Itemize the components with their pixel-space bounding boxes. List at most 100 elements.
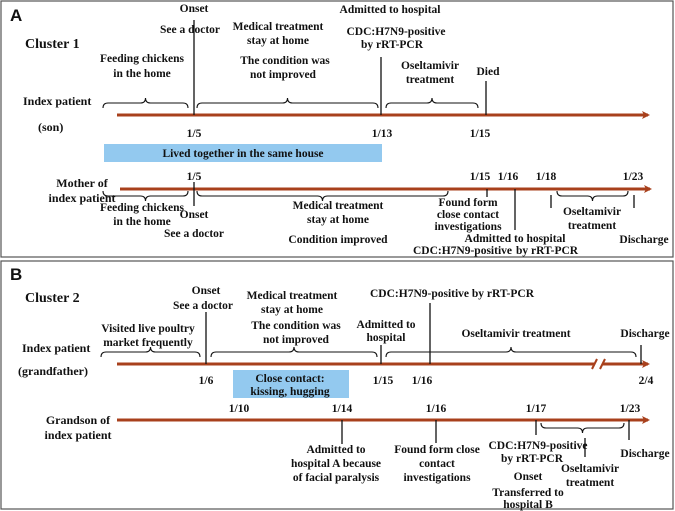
event-label: Onset xyxy=(180,209,209,221)
row-label: Grandson of xyxy=(46,413,111,427)
event-label: Medical treatment xyxy=(247,290,338,302)
event-label: hospital B xyxy=(503,499,553,511)
brace xyxy=(100,346,201,358)
brace xyxy=(102,97,189,109)
event-label: Discharge xyxy=(620,328,669,340)
row-label: index patient xyxy=(48,191,115,205)
brace xyxy=(102,190,189,202)
brace xyxy=(196,190,449,202)
event-label: Medical treatment xyxy=(233,21,324,33)
event-label: Condition improved xyxy=(288,234,388,246)
event-label: by rRT-PCR xyxy=(516,245,579,257)
event-label: hospital A because xyxy=(291,458,381,470)
date-label: 1/5 xyxy=(187,128,202,140)
event-label: Oseltamivir xyxy=(401,60,459,72)
close-contact-box xyxy=(233,370,349,398)
event-label: Admitted to xyxy=(306,444,365,456)
event-label: Onset xyxy=(180,3,209,15)
event-label: The condition was xyxy=(251,320,341,332)
event-label: by rRT-PCR xyxy=(361,39,424,51)
event-label: stay at home xyxy=(307,214,369,226)
event-label: stay at home xyxy=(247,35,309,47)
event-label: in the home xyxy=(113,68,171,80)
panel-b-letter: B xyxy=(10,265,22,284)
brace xyxy=(210,346,378,358)
event-label: CDC:H7N9-positive xyxy=(413,245,512,257)
date-label: 1/15 xyxy=(373,375,394,387)
brace xyxy=(556,190,629,202)
row-label: (son) xyxy=(38,120,63,134)
event-label: Transferred to xyxy=(492,487,564,499)
event-label: CDC:H7N9-positive by rRT-PCR xyxy=(370,288,535,300)
event-label: not improved xyxy=(263,334,330,346)
event-label: Admitted to xyxy=(356,319,415,331)
event-label: treatment xyxy=(406,74,454,86)
event-label: investigations xyxy=(403,472,471,484)
date-label: 1/23 xyxy=(620,403,641,415)
brace xyxy=(385,97,479,109)
event-label: See a doctor xyxy=(173,300,233,312)
date-label: 1/14 xyxy=(332,403,353,415)
date-label: 1/16 xyxy=(498,171,519,183)
event-label: Feeding chickens xyxy=(100,53,185,65)
panel-b-cluster-title: Cluster 2 xyxy=(25,291,80,306)
event-label: Oseltamivir xyxy=(561,463,619,475)
date-label: 1/16 xyxy=(426,403,447,415)
date-label: 1/23 xyxy=(623,171,644,183)
event-label: CDC:H7N9-positive xyxy=(488,440,587,452)
event-label: contact xyxy=(419,458,455,470)
event-label: hospital xyxy=(367,332,406,344)
event-label: Visited live poultry xyxy=(101,323,195,335)
event-label: Died xyxy=(477,66,501,78)
axis-break-mark xyxy=(591,358,598,370)
date-label: 1/5 xyxy=(187,171,202,183)
event-label: stay at home xyxy=(261,304,323,316)
row-label: (grandfather) xyxy=(18,364,88,378)
close-contact-label: kissing, hugging xyxy=(250,386,330,398)
event-label: Oseltamivir treatment xyxy=(461,328,570,340)
event-label: Medical treatment xyxy=(293,200,384,212)
grandfather-timeline: Index patient (grandfather) Onset See a … xyxy=(18,285,670,387)
event-label: Feeding chickens xyxy=(100,202,185,214)
event-label: treatment xyxy=(566,477,614,489)
row-label: Index patient xyxy=(22,341,90,355)
panel-b-border xyxy=(0,260,674,510)
event-label: of facial paralysis xyxy=(293,472,380,484)
event-label: CDC:H7N9-positive xyxy=(346,26,445,38)
panel-a-cluster-title: Cluster 1 xyxy=(25,37,80,52)
event-label: Found form close xyxy=(394,444,480,456)
event-label: treatment xyxy=(568,220,616,232)
event-label: See a doctor xyxy=(160,24,220,36)
close-contact-label: Close contact: xyxy=(255,373,324,385)
brace xyxy=(540,422,625,434)
event-label: Discharge xyxy=(620,448,669,460)
panel-a-letter: A xyxy=(10,6,22,25)
event-label: Admitted to hospital xyxy=(465,233,566,245)
event-label: Admitted to hospital xyxy=(340,4,441,16)
date-label: 1/17 xyxy=(526,403,547,415)
brace xyxy=(196,97,379,109)
row-label: Mother of xyxy=(56,176,108,190)
row-label: Index patient xyxy=(23,94,91,108)
mother-timeline: Mother of index patient 1/5 1/15 1/16 1/… xyxy=(48,171,668,257)
event-label: in the home xyxy=(113,216,171,228)
brace xyxy=(385,346,637,358)
event-label: Found form xyxy=(438,197,498,209)
date-label: 1/15 xyxy=(470,171,491,183)
panel-a-border xyxy=(0,0,674,258)
axis-break-mark xyxy=(599,358,606,370)
event-label: market frequently xyxy=(103,337,193,349)
event-label: Oseltamivir xyxy=(563,206,621,218)
date-label: 1/6 xyxy=(199,375,214,387)
date-label: 1/10 xyxy=(229,403,250,415)
event-label: Onset xyxy=(192,285,221,297)
event-label: The condition was xyxy=(240,55,330,67)
event-label: Onset xyxy=(514,471,543,483)
event-label: investigations xyxy=(434,221,502,233)
shared-period-label: Lived together in the same house xyxy=(162,148,323,160)
event-label: by rRT-PCR xyxy=(501,453,564,465)
event-label: See a doctor xyxy=(164,228,224,240)
event-label: close contact xyxy=(437,209,499,221)
